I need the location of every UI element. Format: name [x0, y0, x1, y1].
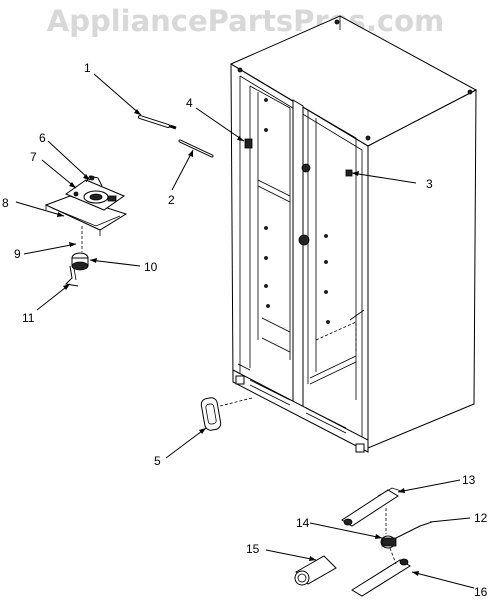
- leader-lines: [15, 73, 475, 589]
- callout-13: 13: [462, 473, 476, 487]
- callout-11: 11: [22, 311, 35, 325]
- callout-7: 7: [30, 150, 37, 164]
- part-2-tube: [178, 139, 214, 158]
- filter-assembly: [294, 487, 433, 597]
- callout-2: 2: [168, 193, 175, 207]
- callout-6: 6: [39, 131, 46, 145]
- part-5-clip: [200, 397, 253, 431]
- control-assembly: [44, 175, 128, 287]
- callout-14: 14: [296, 516, 310, 530]
- callout-8: 8: [2, 196, 9, 210]
- callout-5: 5: [154, 454, 161, 468]
- refrigerator-cabinet: [229, 15, 478, 453]
- callout-3: 3: [426, 177, 433, 191]
- callout-9: 9: [14, 247, 21, 261]
- watermark-text: AppliancePartsPros.com: [46, 4, 445, 38]
- callout-15: 15: [246, 542, 260, 556]
- callout-12: 12: [474, 511, 488, 525]
- callout-10: 10: [144, 260, 158, 274]
- callout-4: 4: [186, 96, 193, 110]
- part-1-rod: [138, 115, 177, 130]
- callout-1: 1: [84, 61, 91, 75]
- callout-16: 16: [474, 585, 488, 599]
